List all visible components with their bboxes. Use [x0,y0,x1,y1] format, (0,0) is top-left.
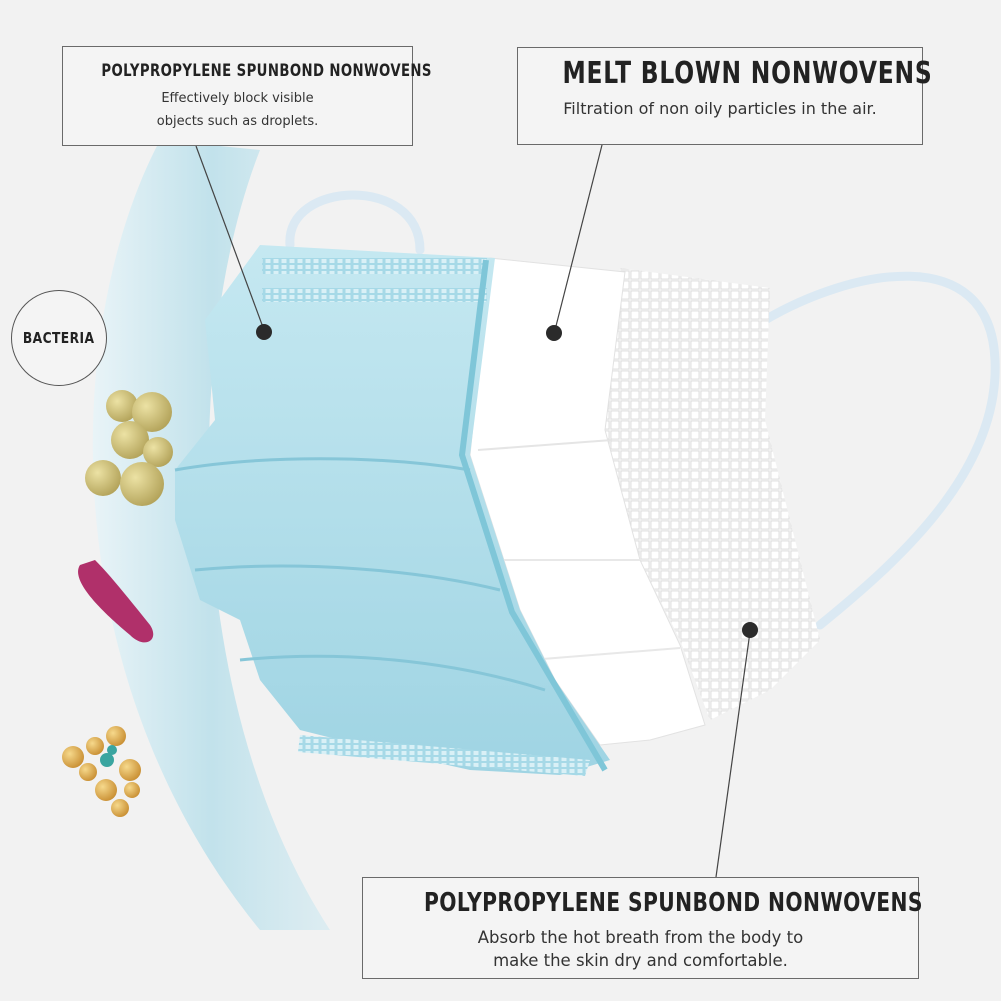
orange-bacteria-cluster [62,726,141,817]
callout-middle-layer-title: MELT BLOWN NONWOVENS [562,56,933,91]
ear-loop-top [285,190,425,255]
top-stitching-2 [262,288,487,302]
leader-line-bottom [715,631,751,878]
callout-outer-layer: POLYPROPYLENE SPUNBOND NONWOVENS Effecti… [62,46,432,146]
protective-shield [92,140,330,930]
bacteria-label: BACTERIA [23,329,95,347]
callout-inner-layer-desc-2: make the skin dry and comfortable. [493,951,788,970]
leader-line-top-right [554,144,603,331]
leader-dot-top-right [546,325,562,341]
callout-outer-layer-title: POLYPROPYLENE SPUNBOND NONWOVENS [101,61,432,81]
leader-dot-bottom [742,622,758,638]
leader-dot-top-left [256,324,272,340]
top-stitching [262,258,487,274]
inner-mesh-layer [600,268,820,720]
callout-inner-layer: POLYPROPYLENE SPUNBOND NONWOVENS Absorb … [362,877,923,979]
callout-inner-layer-desc-1: Absorb the hot breath from the body to [477,928,804,947]
yellow-bacteria-cluster [85,390,173,506]
callout-inner-layer-title: POLYPROPYLENE SPUNBOND NONWOVENS [424,888,923,918]
callout-outer-layer-desc-2: objects such as droplets. [156,114,319,129]
bottom-stitching [298,735,590,776]
callout-outer-layer-desc-1: Effectively block visible [161,91,314,106]
magenta-rod-bacterium [78,560,154,643]
leader-line-top-left [195,145,265,331]
bacteria-label-circle: BACTERIA [11,290,107,386]
outer-blue-layer [175,245,610,775]
callout-middle-layer-desc: Filtration of non oily particles in the … [563,99,877,118]
ear-loop-right [760,271,1000,630]
callout-middle-layer: MELT BLOWN NONWOVENS Filtration of non o… [517,47,933,145]
